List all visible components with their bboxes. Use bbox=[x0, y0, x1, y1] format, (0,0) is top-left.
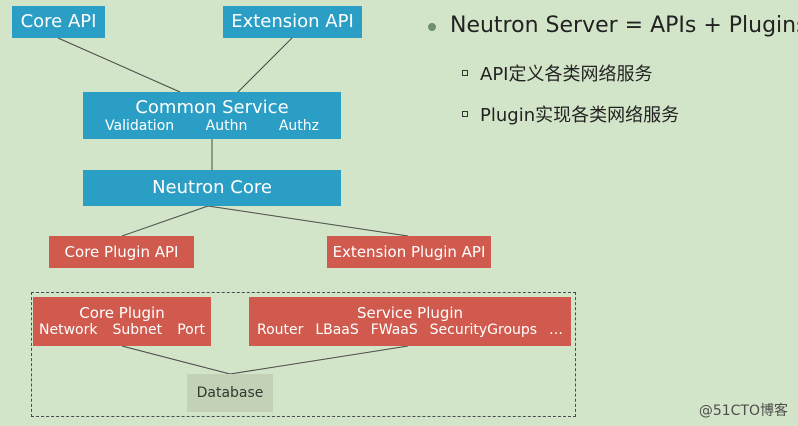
square-bullet-icon bbox=[462, 70, 468, 76]
port-label: Port bbox=[177, 322, 205, 338]
main-bullet: Neutron Server = APIs + Plugins bbox=[428, 13, 798, 38]
neutron-core-box: Neutron Core bbox=[83, 170, 341, 206]
extension-plugin-api-box: Extension Plugin API bbox=[327, 236, 491, 268]
extension-api-to-common-line bbox=[237, 37, 293, 93]
fwaas-label: FWaaS bbox=[370, 322, 418, 338]
sub-bullet-1: API定义各类网络服务 bbox=[462, 60, 652, 86]
bullet-dot-icon bbox=[428, 22, 436, 31]
core-plugin-title: Core Plugin bbox=[79, 304, 165, 322]
core-plugin-api-label: Core Plugin API bbox=[64, 242, 179, 261]
router-label: Router bbox=[257, 322, 304, 338]
plugin-layer-dashed-frame bbox=[31, 292, 576, 417]
common-service-box: Common Service Validation Authn Authz bbox=[83, 92, 341, 139]
network-label: Network bbox=[39, 322, 98, 338]
core-api-label: Core API bbox=[20, 11, 97, 32]
core-to-core-plugin-api-line bbox=[121, 205, 209, 237]
sub-bullet-1-text: API定义各类网络服务 bbox=[480, 64, 653, 85]
database-box: Database bbox=[187, 374, 273, 412]
core-api-box: Core API bbox=[12, 6, 105, 38]
extension-api-box: Extension API bbox=[223, 6, 362, 38]
service-plugin-to-db-line bbox=[229, 345, 409, 375]
watermark: @51CTO博客 bbox=[698, 403, 788, 419]
sub-bullet-2-text: Plugin实现各类网络服务 bbox=[480, 105, 680, 126]
validation-label: Validation bbox=[105, 117, 175, 134]
core-plugin-to-db-line bbox=[121, 345, 231, 375]
securitygroups-label: SecurityGroups bbox=[429, 322, 538, 338]
service-plugin-title: Service Plugin bbox=[356, 304, 464, 322]
core-plugin-box: Core Plugin Network Subnet Port bbox=[33, 297, 211, 346]
subnet-label: Subnet bbox=[112, 322, 163, 338]
main-bullet-text: Neutron Server = APIs + Plugins bbox=[450, 13, 798, 38]
common-service-title: Common Service bbox=[135, 96, 289, 118]
extension-plugin-api-label: Extension Plugin API bbox=[332, 242, 486, 261]
core-api-to-common-line bbox=[57, 37, 181, 93]
sub-bullet-2: Plugin实现各类网络服务 bbox=[462, 101, 679, 127]
ellipsis-label: … bbox=[549, 322, 563, 338]
authz-label: Authz bbox=[278, 117, 319, 134]
lbaas-label: LBaaS bbox=[315, 322, 359, 338]
core-plugin-api-box: Core Plugin API bbox=[49, 236, 194, 268]
database-label: Database bbox=[196, 385, 264, 401]
square-bullet-icon bbox=[462, 111, 468, 117]
extension-api-label: Extension API bbox=[231, 11, 354, 32]
neutron-core-label: Neutron Core bbox=[152, 177, 272, 198]
service-plugin-box: Service Plugin Router LBaaS FWaaS Securi… bbox=[249, 297, 571, 346]
authn-label: Authn bbox=[205, 117, 248, 134]
core-to-extension-plugin-api-line bbox=[207, 205, 409, 237]
